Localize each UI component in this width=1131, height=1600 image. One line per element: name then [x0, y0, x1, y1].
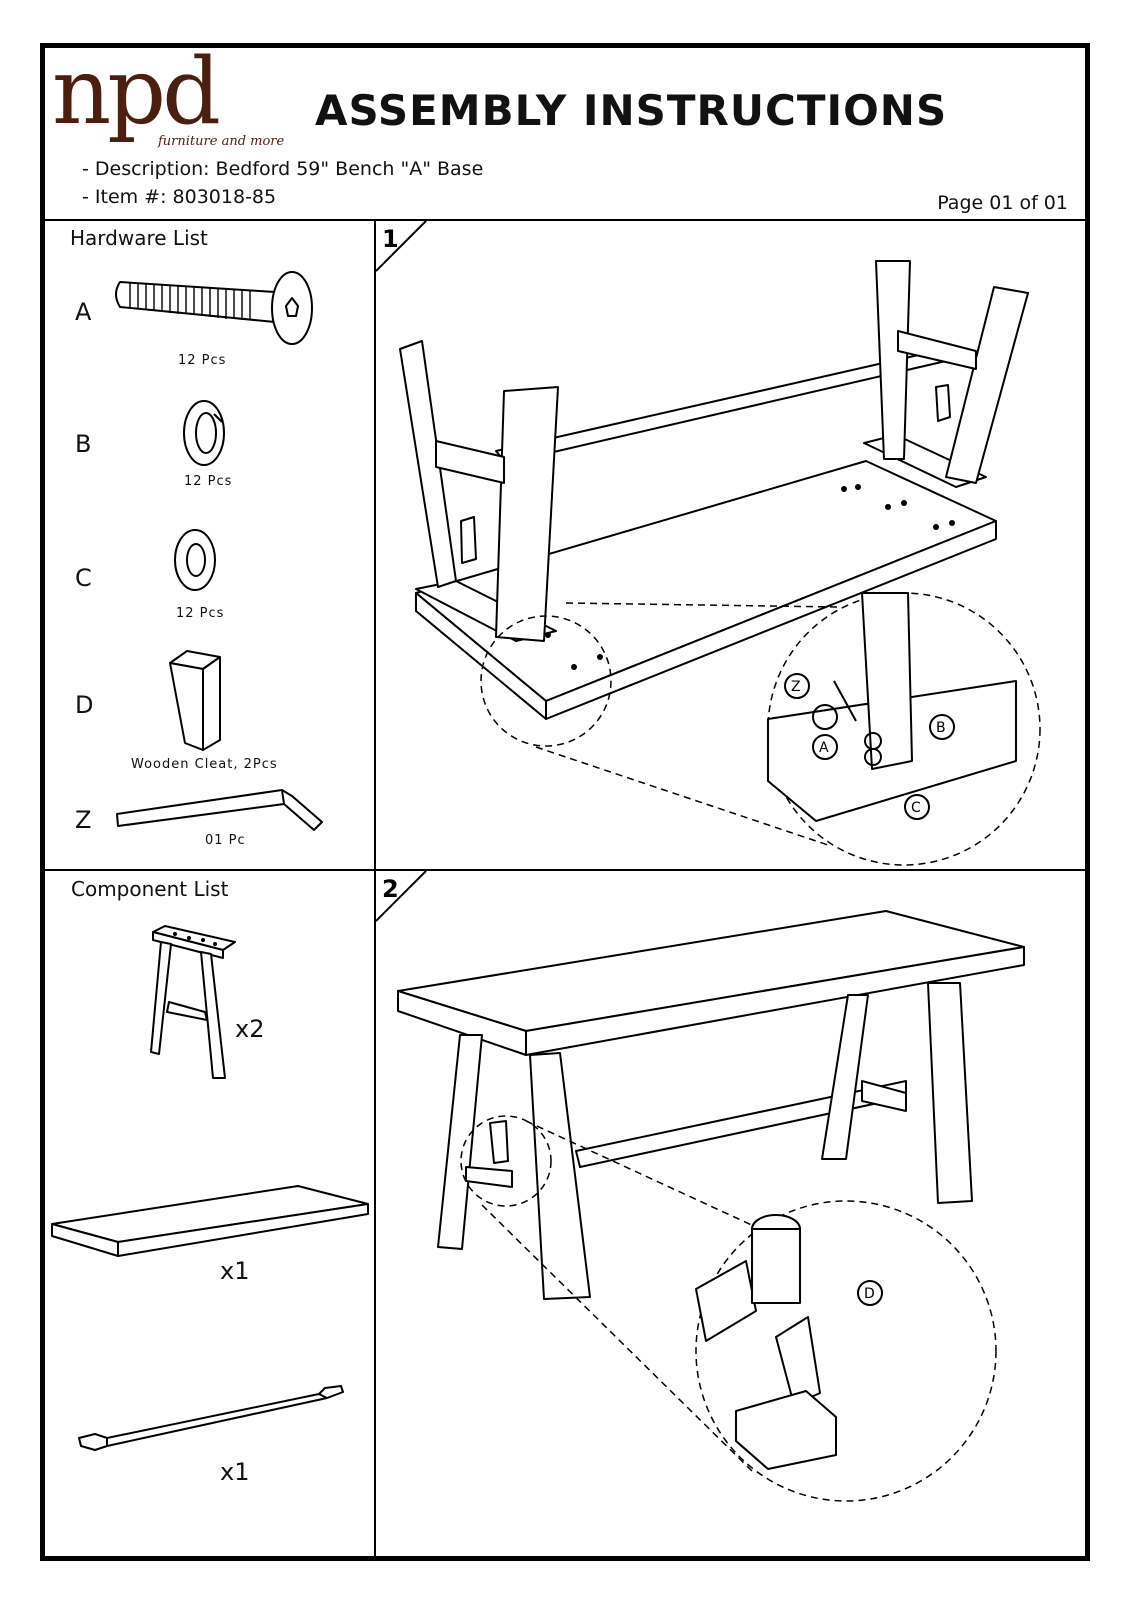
header-divider — [44, 219, 1086, 221]
component-qty-stretcher: x1 — [220, 1458, 250, 1486]
callout-d: D — [864, 1286, 875, 1302]
bench-top-icon — [51, 1185, 369, 1257]
step-1-badge: 1 — [375, 220, 427, 272]
item-number: - Item #: 803018-85 — [82, 186, 277, 208]
page-title: ASSEMBLY INSTRUCTIONS — [315, 86, 948, 135]
hardware-letter-a: A — [75, 298, 92, 326]
hardware-qty-c: 12 Pcs — [176, 606, 225, 621]
callout-b: B — [936, 720, 946, 736]
hardware-letter-z: Z — [75, 806, 92, 834]
hardware-qty-d: Wooden Cleat, 2Pcs — [131, 757, 278, 772]
product-description: - Description: Bedford 59" Bench "A" Bas… — [82, 158, 484, 180]
hardware-qty-z: 01 Pc — [205, 833, 246, 848]
hardware-list-heading: Hardware List — [70, 226, 208, 250]
hardware-letter-c: C — [75, 564, 92, 592]
logo-wordmark: npd — [52, 38, 221, 145]
column-divider — [374, 219, 376, 1557]
page-frame — [40, 43, 1090, 1561]
callout-c: C — [911, 800, 921, 816]
component-qty-top: x1 — [220, 1257, 250, 1285]
hardware-letter-b: B — [75, 430, 92, 458]
step-1-illustration: Z A B C — [399, 260, 1041, 866]
allen-key-icon — [116, 789, 323, 831]
step-2-illustration: D — [397, 910, 1025, 1502]
middle-divider — [44, 869, 1086, 871]
flat-washer-icon — [174, 529, 216, 591]
hardware-qty-b: 12 Pcs — [184, 474, 233, 489]
spring-washer-icon — [183, 400, 225, 466]
step-2-number: 2 — [382, 875, 399, 903]
component-qty-legs: x2 — [235, 1015, 265, 1043]
step-1-number: 1 — [382, 225, 399, 253]
hardware-letter-d: D — [75, 691, 94, 719]
stretcher-bar-icon — [78, 1385, 344, 1451]
step-2-badge: 2 — [375, 870, 427, 922]
bolt-icon — [115, 271, 313, 345]
logo-tagline: furniture and more — [158, 134, 285, 149]
callout-a: A — [819, 740, 829, 756]
page-number: Page 01 of 01 — [937, 192, 1068, 214]
wooden-cleat-icon — [169, 650, 221, 751]
callout-z: Z — [791, 679, 801, 695]
hardware-qty-a: 12 Pcs — [178, 353, 227, 368]
component-list-heading: Component List — [71, 877, 229, 901]
a-frame-leg-icon — [150, 925, 236, 1079]
